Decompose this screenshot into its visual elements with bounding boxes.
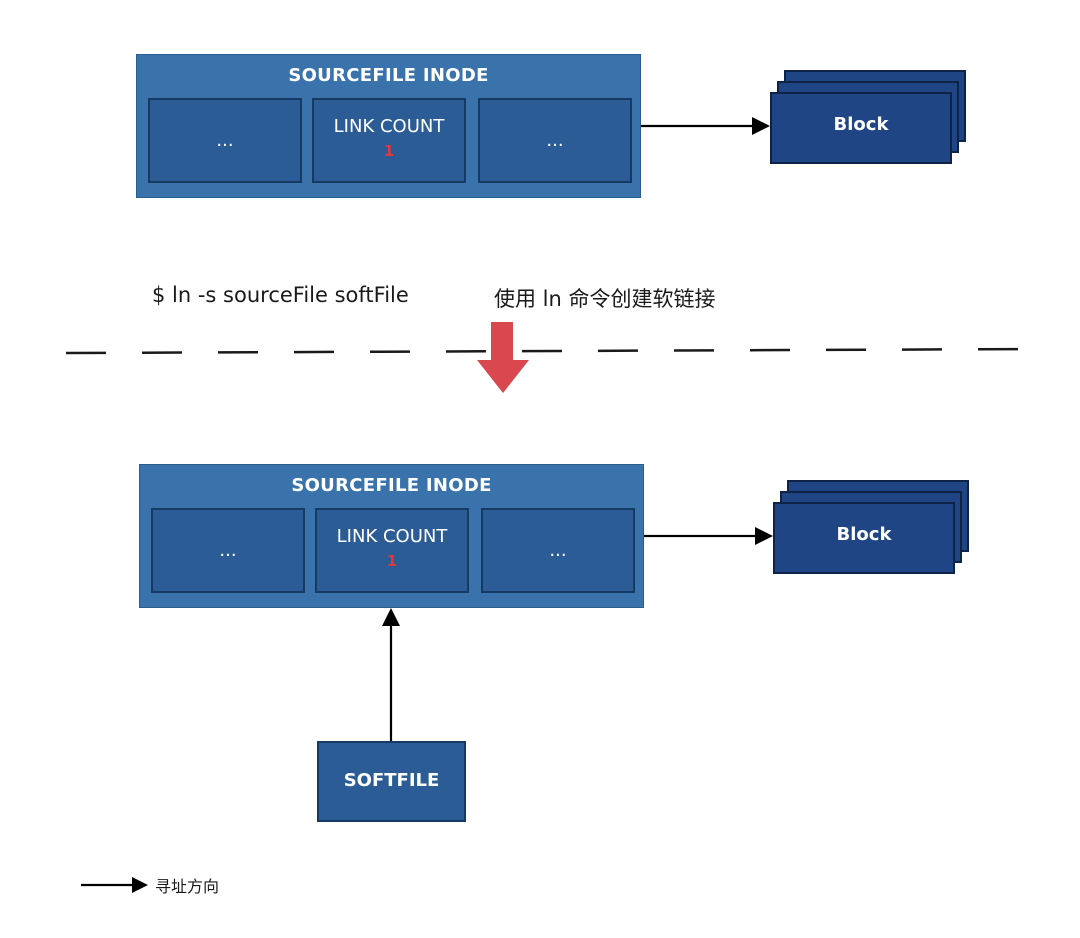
bottom-inode-title: SOURCEFILE INODE: [291, 475, 492, 496]
top-block-sheet-front: Block: [770, 92, 952, 164]
top-cell-right-dots: ...: [546, 130, 564, 151]
bottom-cell-left: ...: [151, 508, 305, 593]
bottom-cell-right-dots: ...: [549, 540, 567, 561]
bottom-block-label: Block: [836, 524, 892, 545]
legend-arrowhead: [132, 877, 148, 893]
bottom-link-count-value: 1: [386, 552, 398, 570]
top-cell-right: ...: [478, 98, 632, 183]
command-description: 使用 ln 命令创建软链接: [494, 287, 716, 311]
down-arrow-shaft: [491, 322, 513, 362]
bottom-inode-to-block-arrowhead: [755, 527, 773, 545]
bottom-block-stack: Block: [773, 480, 969, 574]
bottom-cell-right: ...: [481, 508, 635, 593]
bottom-block-sheet-front: Block: [773, 502, 955, 574]
bottom-link-count-label: LINK COUNT: [336, 526, 448, 547]
legend-label: 寻址方向: [155, 877, 220, 896]
dashed-separator: [65, 347, 1041, 355]
top-block-stack: Block: [770, 70, 966, 164]
top-link-count-value: 1: [383, 142, 395, 160]
down-arrow-head: [477, 360, 529, 393]
top-inode: SOURCEFILE INODE ... LINK COUNT 1 ...: [136, 54, 641, 198]
top-cell-left: ...: [148, 98, 302, 183]
bottom-cell-link-count: LINK COUNT 1: [315, 508, 469, 593]
top-link-count-label: LINK COUNT: [333, 116, 445, 137]
top-inode-title: SOURCEFILE INODE: [288, 65, 489, 86]
top-cell-link-count: LINK COUNT 1: [312, 98, 466, 183]
top-block-label: Block: [833, 114, 889, 135]
bottom-inode: SOURCEFILE INODE ... LINK COUNT 1 ...: [139, 464, 644, 608]
softfile-box: SOFTFILE: [317, 741, 466, 822]
top-cell-left-dots: ...: [216, 130, 234, 151]
bottom-cell-left-dots: ...: [219, 540, 237, 561]
softfile-label: SOFTFILE: [343, 770, 440, 791]
softfile-to-inode-arrowhead: [382, 608, 400, 626]
top-inode-to-block-arrowhead: [752, 117, 770, 135]
command-text: $ ln -s sourceFile softFile: [152, 283, 409, 307]
